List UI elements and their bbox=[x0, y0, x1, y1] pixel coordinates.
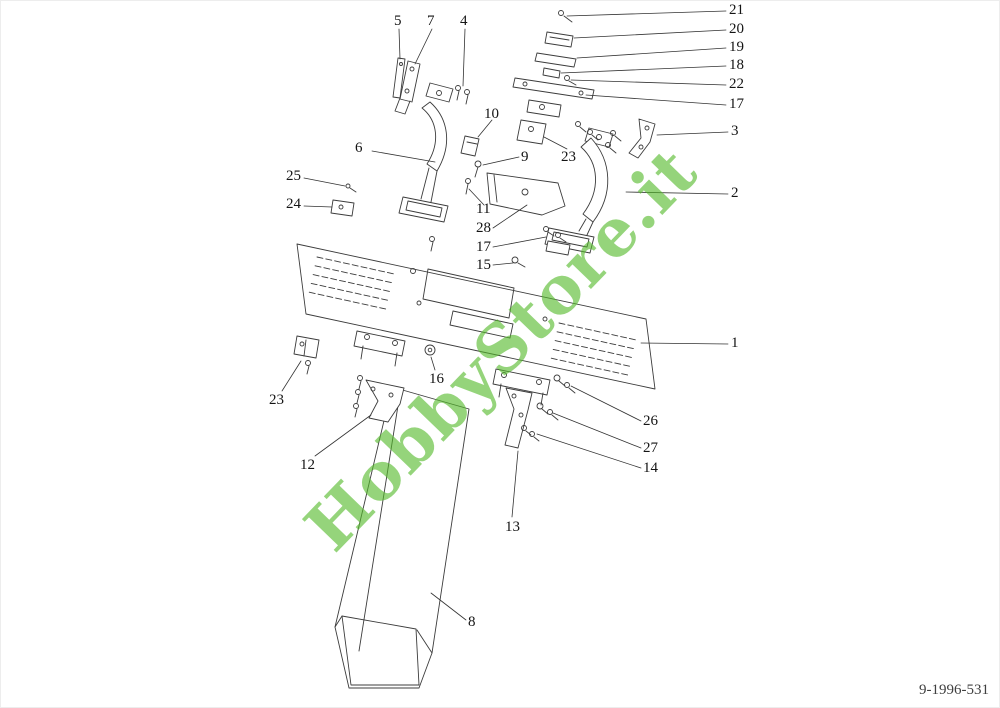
left-latch-bracket bbox=[293, 335, 320, 375]
leader-lines bbox=[281, 10, 729, 621]
callout-19: 19 bbox=[729, 39, 744, 55]
callout-2: 2 bbox=[731, 185, 739, 201]
callout-6: 6 bbox=[355, 140, 363, 156]
callout-23: 23 bbox=[269, 392, 284, 408]
dash-panel-part bbox=[296, 243, 656, 390]
left-support-bracket bbox=[353, 375, 405, 423]
callout-1: 1 bbox=[731, 335, 739, 351]
right-bracket-part bbox=[605, 118, 656, 159]
upper-latch-bracket bbox=[516, 119, 599, 145]
callout-10: 10 bbox=[484, 106, 499, 122]
callout-12: 12 bbox=[300, 457, 315, 473]
callout-21: 21 bbox=[729, 2, 744, 18]
callout-9: 9 bbox=[521, 149, 529, 165]
column-chute-part bbox=[334, 386, 470, 689]
top-fastener-stack bbox=[512, 10, 595, 118]
callout-8: 8 bbox=[468, 614, 476, 630]
callout-20: 20 bbox=[729, 21, 744, 37]
spacer-and-bolts bbox=[460, 135, 482, 195]
callout-17: 17 bbox=[476, 239, 491, 255]
callout-18: 18 bbox=[729, 57, 744, 73]
knob-part bbox=[424, 344, 436, 356]
panel-hinge-brackets bbox=[353, 330, 551, 406]
pedal-arm-part bbox=[398, 82, 454, 223]
callout-28: 28 bbox=[476, 220, 491, 236]
left-small-bracket bbox=[330, 183, 357, 217]
cover-plate-part bbox=[486, 172, 566, 216]
callout-16: 16 bbox=[429, 371, 444, 387]
callout-26: 26 bbox=[643, 413, 658, 429]
callout-15: 15 bbox=[476, 257, 491, 273]
callout-4: 4 bbox=[460, 13, 468, 29]
callout-3: 3 bbox=[731, 123, 739, 139]
lever-parts bbox=[392, 57, 421, 115]
panel-top-bolts bbox=[429, 236, 435, 252]
callout-7: 7 bbox=[427, 13, 435, 29]
mid-bolt-group bbox=[511, 226, 571, 268]
callout-13: 13 bbox=[505, 519, 520, 535]
callout-23: 23 bbox=[561, 149, 576, 165]
bolt-pair-4 bbox=[455, 85, 470, 105]
callout-17: 17 bbox=[729, 96, 744, 112]
callout-25: 25 bbox=[286, 168, 301, 184]
document-number: 9-1996-531 bbox=[919, 682, 989, 698]
callout-14: 14 bbox=[643, 460, 658, 476]
callout-11: 11 bbox=[476, 201, 491, 217]
callout-5: 5 bbox=[394, 13, 402, 29]
right-support-bracket bbox=[504, 374, 576, 449]
callout-22: 22 bbox=[729, 76, 744, 92]
callout-24: 24 bbox=[286, 196, 301, 212]
callout-27: 27 bbox=[643, 440, 658, 456]
vent-slots bbox=[308, 256, 636, 376]
